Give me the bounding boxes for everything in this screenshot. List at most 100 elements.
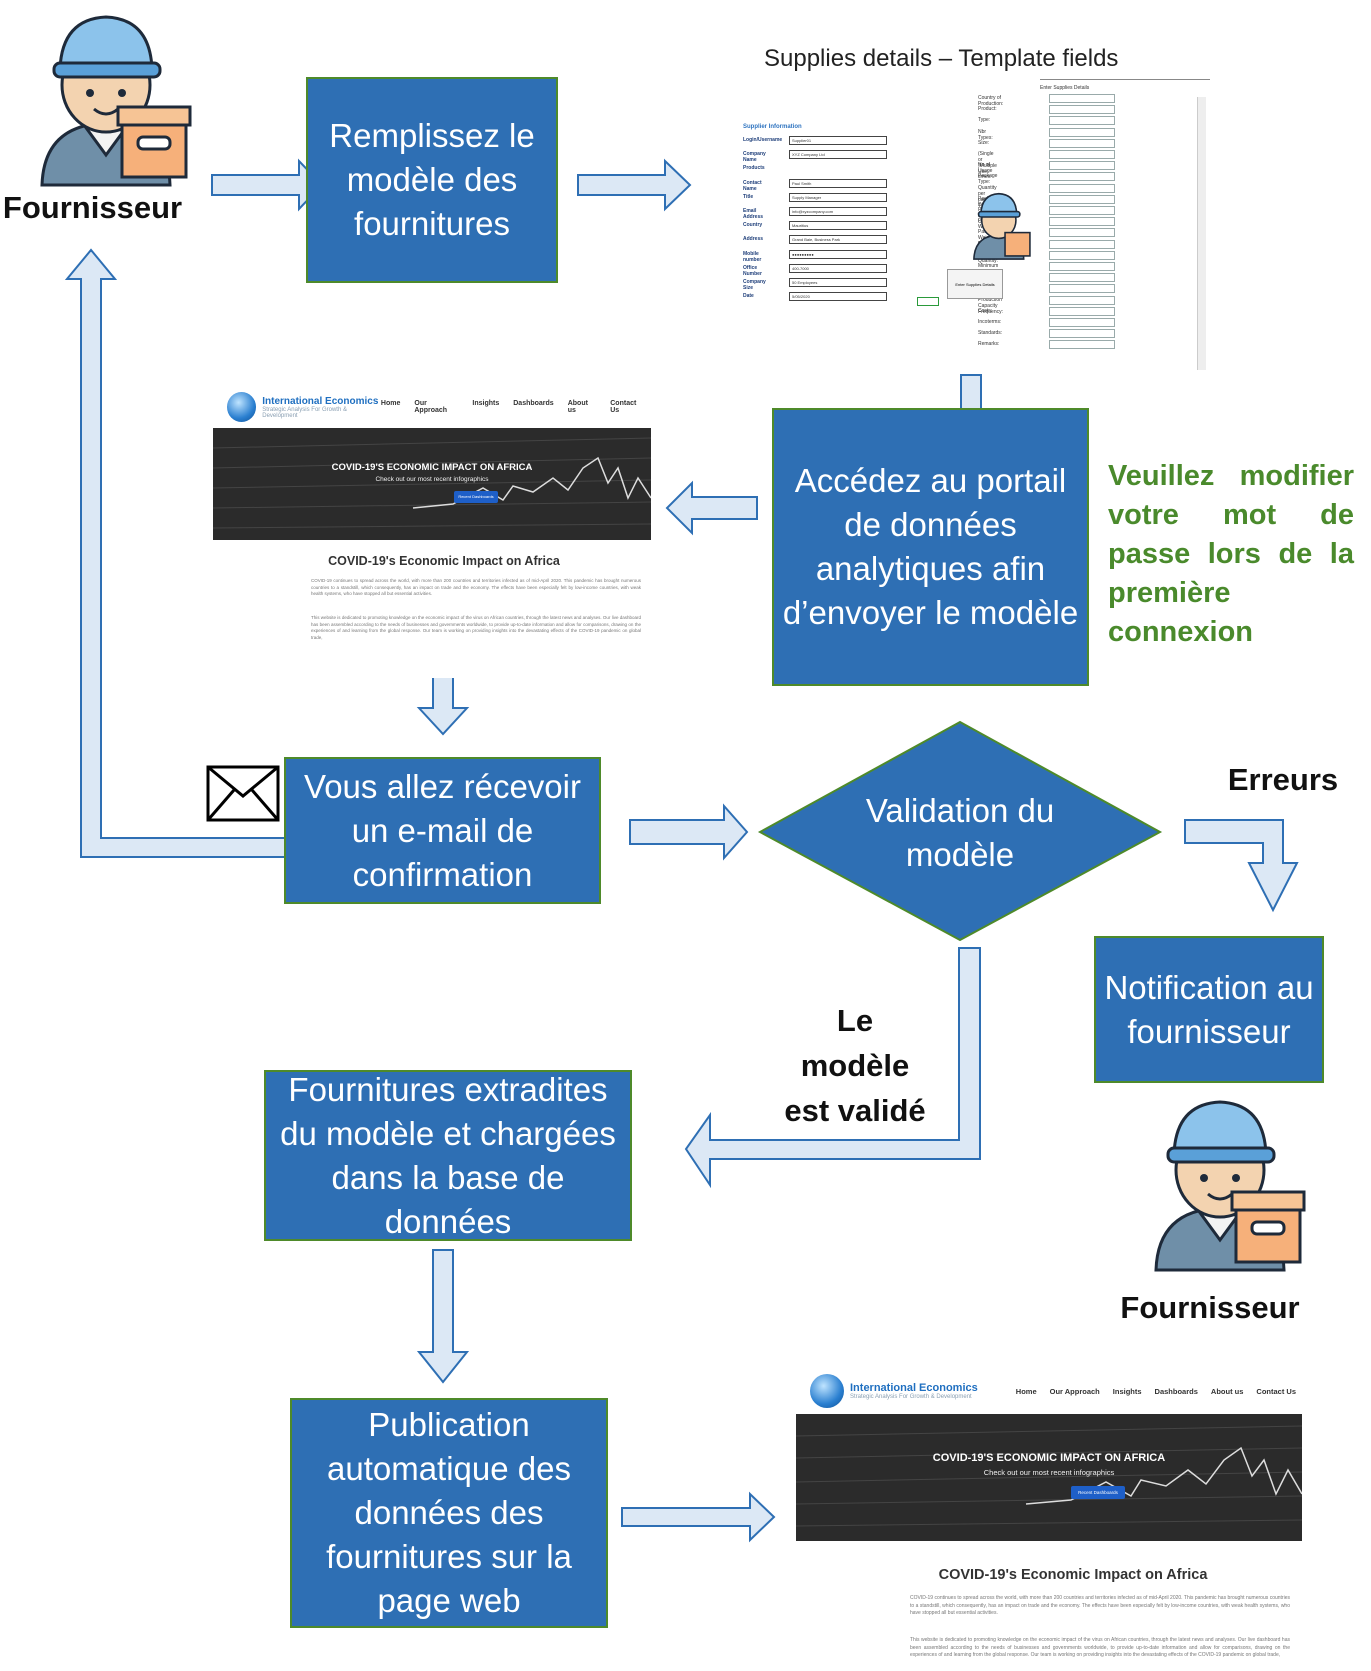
template-form-screenshot: Supplies details – Template fields Enter… [740,45,1210,371]
template-right-input[interactable] [1049,94,1115,103]
template-field-input[interactable]: Grand Baie, Business Park [789,235,887,245]
hero-button[interactable]: Recent Dashboards [1071,1486,1125,1499]
site-menu-item[interactable]: Contact Us [1256,1386,1296,1396]
step-extraction[interactable]: Fournitures extradites du modèle et char… [264,1070,632,1241]
template-right-label: Country of Production: [978,95,1004,107]
validated-line-2: modèle [800,1048,910,1083]
hero-stock-chart [213,437,651,529]
step-fill-template[interactable]: Remplissez le modèle des fournitures [306,77,558,283]
validated-line-1: Le [836,1003,874,1038]
template-right-label: Remarks: [978,341,1000,348]
validated-label: Le modèle est validé [770,998,940,1133]
errors-label: Erreurs [1227,762,1339,797]
hero-button[interactable]: Recent Dashboards [454,491,498,503]
page-title: COVID-19's Economic Impact on Africa [328,554,560,568]
step-access-portal[interactable]: Accédez au portail de données analytique… [772,408,1089,686]
template-section: Supplier Information [743,124,802,130]
template-right-input[interactable] [1049,239,1115,249]
template-right-input[interactable] [1049,228,1115,238]
template-right-input[interactable] [1049,194,1115,204]
site-menu-item[interactable]: Our Approach [1049,1386,1100,1396]
site-menu-item[interactable]: Home [380,400,401,407]
template-right-input[interactable] [1049,127,1115,137]
hero-title: COVID-19'S ECONOMIC IMPACT ON AFRICA [331,462,533,473]
template-field-input[interactable]: Supply Manager [789,192,887,202]
template-field-label: Country [743,222,763,229]
arrow-extraction-to-publication [416,1249,470,1384]
globe-logo-icon [227,392,257,422]
template-right-input[interactable] [1049,329,1115,339]
page-paragraph-2: This website is dedicated to promoting k… [311,615,641,640]
template-field-input[interactable]: 400-7000 [789,263,887,273]
template-right-input[interactable] [1049,116,1115,126]
template-field-label: Date [743,293,754,300]
site-menu-item[interactable]: Contact Us [610,400,637,414]
template-right-input[interactable] [1049,161,1115,171]
template-right-input[interactable] [1049,295,1115,305]
template-right-label: Type: [978,117,991,124]
template-field-input[interactable]: Mauritius [789,221,887,231]
step-notification[interactable]: Notification au fournisseur [1094,936,1324,1083]
site-menu: Home Our Approach Insights Dashboards About … [381,400,645,414]
template-right-input[interactable] [1049,250,1115,260]
template-field-input[interactable]: info@xyzcompany.com [789,207,887,216]
site-menu: Home Our Approach Insights Dashboards About … [1016,1387,1296,1396]
template-field-label: Contact Name [743,179,762,192]
template-right-input[interactable] [1049,183,1115,193]
arrow-template-to-portal [960,374,982,411]
template-field-input[interactable]: 5/05/2020 [789,292,887,302]
page-paragraph-1: COVID-19 continues to spread across the … [311,578,641,596]
template-scrollbar[interactable] [1197,97,1206,370]
template-right-input[interactable] [1049,273,1115,283]
site-menu-item[interactable]: About us [1210,1386,1244,1396]
supplier-avatar-icon [1154,1100,1306,1272]
template-field-label: Address [743,236,764,243]
template-right-input[interactable] [1049,105,1115,115]
template-right-input[interactable] [1049,150,1115,159]
site-menu-item[interactable]: Home [1015,1386,1037,1396]
template-right-input[interactable] [1049,262,1115,271]
template-right-input[interactable] [1049,340,1115,350]
site-menu-item[interactable]: Our Approach [414,400,448,414]
validation-label[interactable]: Validation du modèle [865,792,1055,873]
site-menu-item[interactable]: Insights [472,400,500,407]
template-submit-button[interactable]: Enter Supplies Details [947,269,1003,299]
template-right-label: Costs: [978,307,993,314]
site-menu-item[interactable]: Dashboards [513,400,554,407]
supplier-avatar-icon [40,15,192,187]
template-right-input[interactable] [1049,318,1115,327]
password-note: Veuillez modifier votre mot de passe lor… [1108,457,1354,652]
template-field-label: Company Name [743,151,766,164]
template-field-input[interactable]: Supplier01 [789,136,887,145]
template-field-input[interactable] [789,164,791,172]
site-menu-item[interactable]: Dashboards [1154,1386,1198,1396]
template-right-input[interactable] [1049,138,1115,148]
arrow-fill-to-template [577,158,692,212]
step-confirmation-email[interactable]: Vous allez récevoir un e-mail de confirm… [284,757,601,904]
template-right-label: Size: [978,139,990,146]
template-right-label: Standards: [978,330,1003,337]
template-right-input[interactable] [1049,206,1115,215]
template-right-input[interactable] [1049,306,1115,316]
site-menu-item[interactable]: About us [567,400,588,414]
template-field-input[interactable]: Paul Smith [789,178,887,188]
arrow-confirmation-to-actor [64,248,286,858]
template-field-label: Mobile number [743,250,762,263]
template-field-input[interactable]: 50 Employees [789,278,887,287]
template-right-input[interactable] [1049,217,1115,227]
site-hero: COVID-19'S ECONOMIC IMPACT ON AFRICA Che… [796,1414,1302,1541]
site-hero: COVID-19'S ECONOMIC IMPACT ON AFRICA Che… [213,428,651,540]
template-right-label: Production Capacity Frequency: [978,296,1004,315]
template-field-input[interactable]: XYZ Company Ltd [789,150,887,160]
site-menu-item[interactable]: Insights [1112,1386,1142,1396]
template-right-label: Package Type: [978,173,998,186]
template-right-input[interactable] [1049,284,1115,294]
step-publication[interactable]: Publication automatique des données des … [290,1398,608,1628]
template-right-label: No of Usage times: [978,162,993,181]
password-note-line-1: Veuillez modifier [1108,460,1354,492]
template-field-input[interactable]: ●●●●●●●●● [789,249,887,259]
template-right-input[interactable] [1049,172,1115,182]
